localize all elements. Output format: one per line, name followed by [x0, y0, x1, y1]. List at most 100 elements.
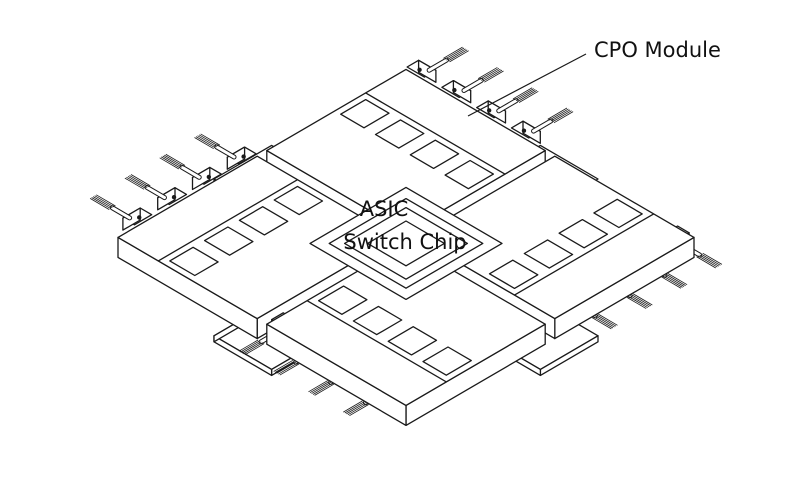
fiber-connector: [194, 133, 257, 170]
fiber-strand: [699, 254, 720, 267]
fiber-strand: [278, 362, 298, 375]
asic-die-window: [366, 220, 446, 267]
optical-engine-die: [317, 285, 368, 315]
screw-hole: [452, 87, 457, 93]
fiber-strand: [481, 68, 501, 81]
fiber-strand: [165, 153, 186, 166]
fiber-strand: [552, 110, 572, 123]
fiber-strand: [484, 70, 504, 83]
screw-hole: [241, 154, 246, 159]
module-partition-line: [306, 300, 447, 383]
fiber-strand: [449, 50, 469, 63]
fiber-strand: [626, 297, 647, 309]
fiber-strand: [89, 198, 110, 210]
module-partition-line: [157, 179, 298, 262]
fiber-strand: [596, 314, 617, 327]
fiber-connector: [476, 87, 539, 124]
fiber-strand: [275, 360, 295, 373]
fiber-strand: [279, 363, 300, 376]
fiber-boot-inner: [532, 119, 553, 133]
module-top-face: [266, 242, 546, 407]
module-partition-line: [365, 92, 506, 175]
fiber-connector-row: [406, 46, 574, 144]
fiber-strand: [553, 111, 574, 124]
fiber-strand: [666, 274, 686, 286]
fiber-strand: [517, 90, 537, 102]
fiber-strand: [244, 343, 265, 356]
optical-engine-die: [273, 185, 324, 216]
fiber-strand: [447, 49, 468, 62]
fiber-connector-row: [89, 133, 257, 231]
fiber-strand: [515, 89, 536, 102]
screw-hole: [521, 128, 527, 133]
fiber-strand: [443, 46, 463, 59]
fiber-strand: [549, 108, 569, 121]
optical-engine-die: [558, 218, 609, 249]
module-top-face: [414, 155, 695, 320]
cpo-module-bottom-right: [266, 242, 546, 427]
fiber-strand: [598, 313, 618, 326]
fiber-strand: [92, 196, 113, 209]
fiber-strand: [243, 342, 263, 355]
fiber-strand: [238, 339, 259, 352]
fiber-boot-inner: [497, 99, 518, 113]
fiber-strand: [162, 155, 183, 168]
fiber-connector: [89, 194, 153, 231]
fiber-strand: [126, 176, 146, 189]
fiber-strand: [311, 382, 331, 394]
fiber-strand: [518, 90, 539, 103]
fiber-strand: [161, 156, 181, 169]
fiber-strand: [664, 274, 685, 287]
fiber-strand: [273, 359, 294, 372]
fiber-strand: [314, 383, 335, 396]
optical-engine-die: [352, 305, 403, 336]
fiber-strand: [591, 317, 612, 330]
optical-engine-die: [203, 226, 254, 256]
fiber-connector: [406, 46, 469, 83]
optical-engine-die: [422, 346, 472, 376]
fiber-strand: [198, 134, 219, 147]
fiber-strand: [667, 273, 688, 286]
fiber-strand: [344, 401, 365, 414]
fiber-strand: [632, 293, 653, 306]
fiber-strand: [308, 380, 328, 393]
fiber-strand: [547, 107, 568, 120]
fiber-strand: [628, 296, 648, 309]
fiber-strand: [514, 88, 534, 101]
fiber-strand: [195, 136, 216, 149]
fiber-strand: [446, 48, 466, 61]
fiber-strand: [697, 255, 718, 268]
fiber-strand: [159, 157, 180, 170]
fiber-strand: [512, 87, 533, 100]
module-partition-line: [514, 213, 655, 296]
fiber-strand: [631, 294, 651, 307]
fiber-strand: [124, 177, 145, 190]
fiber-strand: [164, 154, 184, 167]
fiber-strand: [194, 137, 214, 150]
fiber-boot-inner: [427, 58, 448, 72]
fiber-boot-inner: [462, 78, 483, 92]
fiber-strand: [629, 295, 650, 308]
fiber-strand: [127, 175, 148, 188]
optical-engine-die: [444, 159, 495, 190]
asic-switch-chip: [309, 186, 503, 301]
fiber-strand: [700, 253, 721, 266]
fiber-strand: [663, 275, 683, 288]
fiber-strand: [595, 315, 615, 328]
fiber-boot-inner: [110, 206, 132, 220]
fiber-connector: [441, 67, 504, 104]
fiber-strand: [349, 404, 369, 417]
cpo-module-label: CPO Module: [594, 38, 721, 62]
fiber-strand: [241, 341, 262, 354]
asic-label: ASIC: [359, 197, 409, 221]
fiber-strand: [482, 69, 503, 82]
screw-hole: [137, 215, 142, 220]
optical-engine-die: [238, 206, 289, 236]
fiber-strand: [550, 109, 571, 122]
fiber-strand: [200, 133, 221, 146]
optical-engine-die: [374, 119, 425, 149]
fiber-connector: [124, 174, 188, 211]
module-top-face: [117, 155, 398, 320]
fiber-connector: [510, 107, 574, 144]
fiber-strand: [96, 194, 116, 207]
